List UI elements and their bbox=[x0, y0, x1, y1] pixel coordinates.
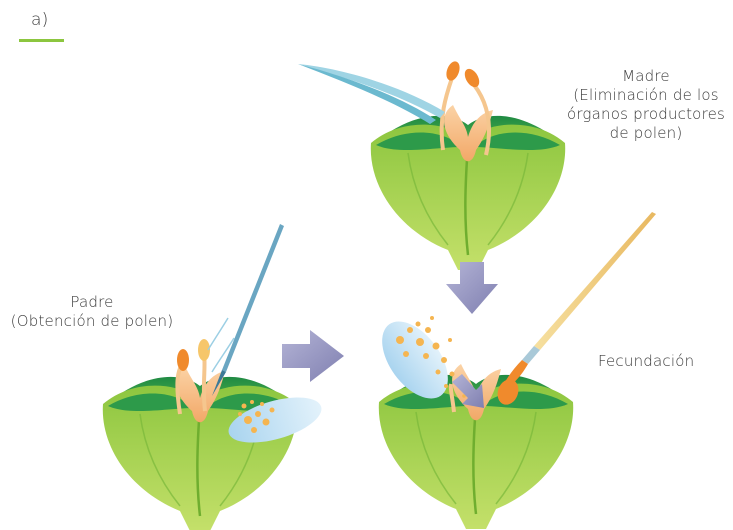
tweezers bbox=[298, 64, 445, 124]
flower-fecundacion bbox=[379, 364, 573, 529]
arrow-right bbox=[282, 330, 344, 382]
needle-tool bbox=[208, 224, 284, 396]
arrow-down bbox=[446, 262, 498, 314]
brush bbox=[500, 212, 656, 392]
